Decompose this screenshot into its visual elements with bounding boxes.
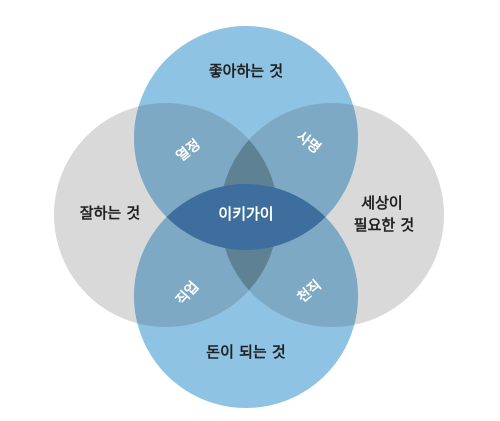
label-center: 이키가이 — [218, 205, 273, 223]
overlap-top-left — [134, 103, 278, 250]
label-left: 잘하는 것 — [80, 204, 141, 222]
label-bottom: 돈이 되는 것 — [206, 343, 286, 361]
label-top: 좋아하는 것 — [209, 62, 283, 80]
label-right-line2: 필요한 것 — [354, 216, 415, 234]
label-right-line1: 세상이 — [361, 194, 402, 212]
